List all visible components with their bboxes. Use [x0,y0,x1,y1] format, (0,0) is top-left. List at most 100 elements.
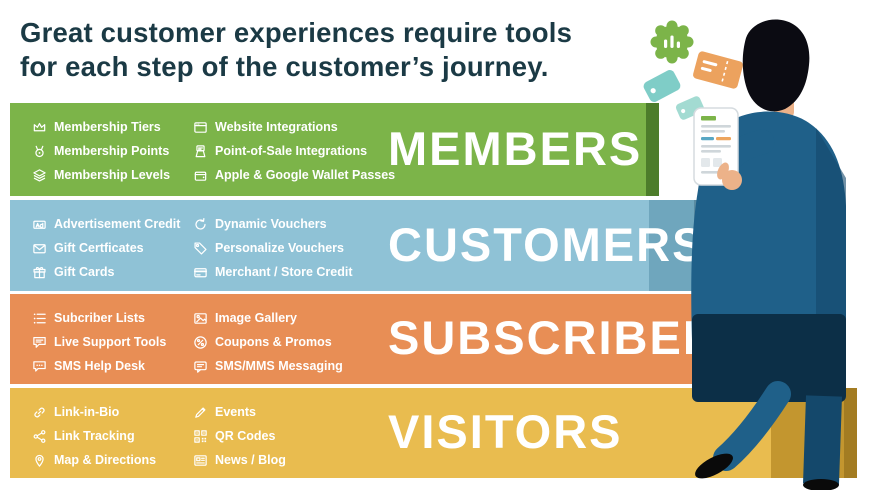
customers-feature-column-1: Advertisement Credit Gift Certficates Gi… [32,212,180,284]
members-feature-column-2: Website Integrations Point-of-Sale Integ… [193,115,395,187]
band-title-customers: CUSTOMERS [388,217,706,271]
subscriber-list-icon [32,311,47,326]
crown-icon [32,120,47,135]
page-title-line2: for each step of the customer’s journey. [20,51,549,83]
feature-item: Map & Directions [32,448,156,472]
personalize-voucher-icon [193,241,208,256]
store-credit-icon [193,265,208,280]
pos-icon [193,144,208,159]
feature-label: Map & Directions [54,453,157,467]
feature-item: News / Blog [193,448,286,472]
price-tags-icon [643,70,681,102]
qr-codes-icon [193,429,208,444]
back-leg [803,395,842,485]
gift-certificate-icon [32,241,47,256]
feature-item: Live Support Tools [32,330,166,354]
image-gallery-icon [193,311,208,326]
feature-item: SMS Help Desk [32,354,166,378]
front-leg [713,381,791,471]
suit-jacket-shadow [816,128,846,340]
page-title-line1: Great customer experiences require tools [20,17,573,48]
band-customers: Advertisement Credit Gift Certficates Gi… [10,200,706,291]
feature-item: Membership Levels [32,163,170,187]
feature-label: Membership Points [54,144,170,158]
feature-item: Link-in-Bio [32,400,156,424]
members-feature-column-1: Membership Tiers Membership Points Membe… [32,115,170,187]
subscribers-feature-column-1: Subcriber Lists Live Support Tools SMS H… [32,306,166,378]
sms-mms-icon [193,359,208,374]
ad-credit-icon [32,217,47,232]
subscribers-feature-column-2: Image Gallery Coupons & Promos SMS/MMS M… [193,306,343,378]
band-side-edge [844,388,857,478]
feature-label: Link Tracking [54,429,135,443]
feature-label: Link-in-Bio [54,405,120,419]
band-members: Membership Tiers Membership Points Membe… [10,103,659,196]
live-support-icon [32,335,47,350]
feature-label: Gift Certficates [54,241,144,255]
feature-label: Website Integrations [215,120,338,134]
feature-item: Link Tracking [32,424,156,448]
dynamic-voucher-icon [193,217,208,232]
reward-badge-icon [650,20,694,64]
website-icon [193,120,208,135]
feature-item: QR Codes [193,424,286,448]
illustration-man [643,19,846,490]
coupons-icon [193,335,208,350]
feature-label: Gift Cards [54,265,115,279]
feature-label: Personalize Vouchers [215,241,344,255]
feature-item: Events [193,400,286,424]
band-title-visitors: VISITORS [388,404,623,458]
back-shoe [803,479,839,490]
feature-item: Membership Tiers [32,115,170,139]
person-back-view [691,19,846,490]
feature-item: SMS/MMS Messaging [193,354,343,378]
feature-label: Image Gallery [215,311,297,325]
band-title-members: MEMBERS [388,121,643,175]
feature-item: Gift Cards [32,260,180,284]
feature-label: Membership Tiers [54,120,161,134]
band-title-subscribers: SUBSCRIBERS [388,310,753,364]
wallet-icon [193,168,208,183]
feature-label: Dynamic Vouchers [215,217,327,231]
link-tracking-icon [32,429,47,444]
ticket-icon [693,51,743,89]
feature-item: Advertisement Credit [32,212,180,236]
hand [717,162,742,190]
visitors-feature-column-1: Link-in-Bio Link Tracking Map & Directio… [32,400,156,472]
events-icon [193,405,208,420]
front-shoe [695,453,733,479]
link-in-bio-icon [32,405,47,420]
layers-icon [32,168,47,183]
feature-label: Advertisement Credit [54,217,181,231]
feature-item: Gift Certficates [32,236,180,260]
feature-item: Dynamic Vouchers [193,212,353,236]
feature-label: Events [215,405,256,419]
feature-label: SMS/MMS Messaging [215,359,343,373]
feature-item: Website Integrations [193,115,395,139]
feature-label: News / Blog [215,453,286,467]
feature-label: Coupons & Promos [215,335,332,349]
feature-item: Apple & Google Wallet Passes [193,163,395,187]
feature-label: Apple & Google Wallet Passes [215,168,396,182]
membership-points-icon [32,144,47,159]
feature-label: SMS Help Desk [54,359,146,373]
feature-item: Image Gallery [193,306,343,330]
feature-label: Point-of-Sale Integrations [215,144,368,158]
feature-label: Subcriber Lists [54,311,145,325]
hair [742,19,810,112]
feature-label: Membership Levels [54,168,171,182]
feature-label: Merchant / Store Credit [215,265,353,279]
feature-item: Subcriber Lists [32,306,166,330]
news-blog-icon [193,453,208,468]
customers-feature-column-2: Dynamic Vouchers Personalize Vouchers Me… [193,212,353,284]
feature-item: Membership Points [32,139,170,163]
visitors-feature-column-2: Events QR Codes News / Blog [193,400,286,472]
band-side-edge [646,103,659,196]
feature-item: Coupons & Promos [193,330,343,354]
map-directions-icon [32,453,47,468]
page-title: Great customer experiences require tools… [20,16,572,84]
feature-item: Personalize Vouchers [193,236,353,260]
feature-item: Point-of-Sale Integrations [193,139,395,163]
gift-card-icon [32,265,47,280]
